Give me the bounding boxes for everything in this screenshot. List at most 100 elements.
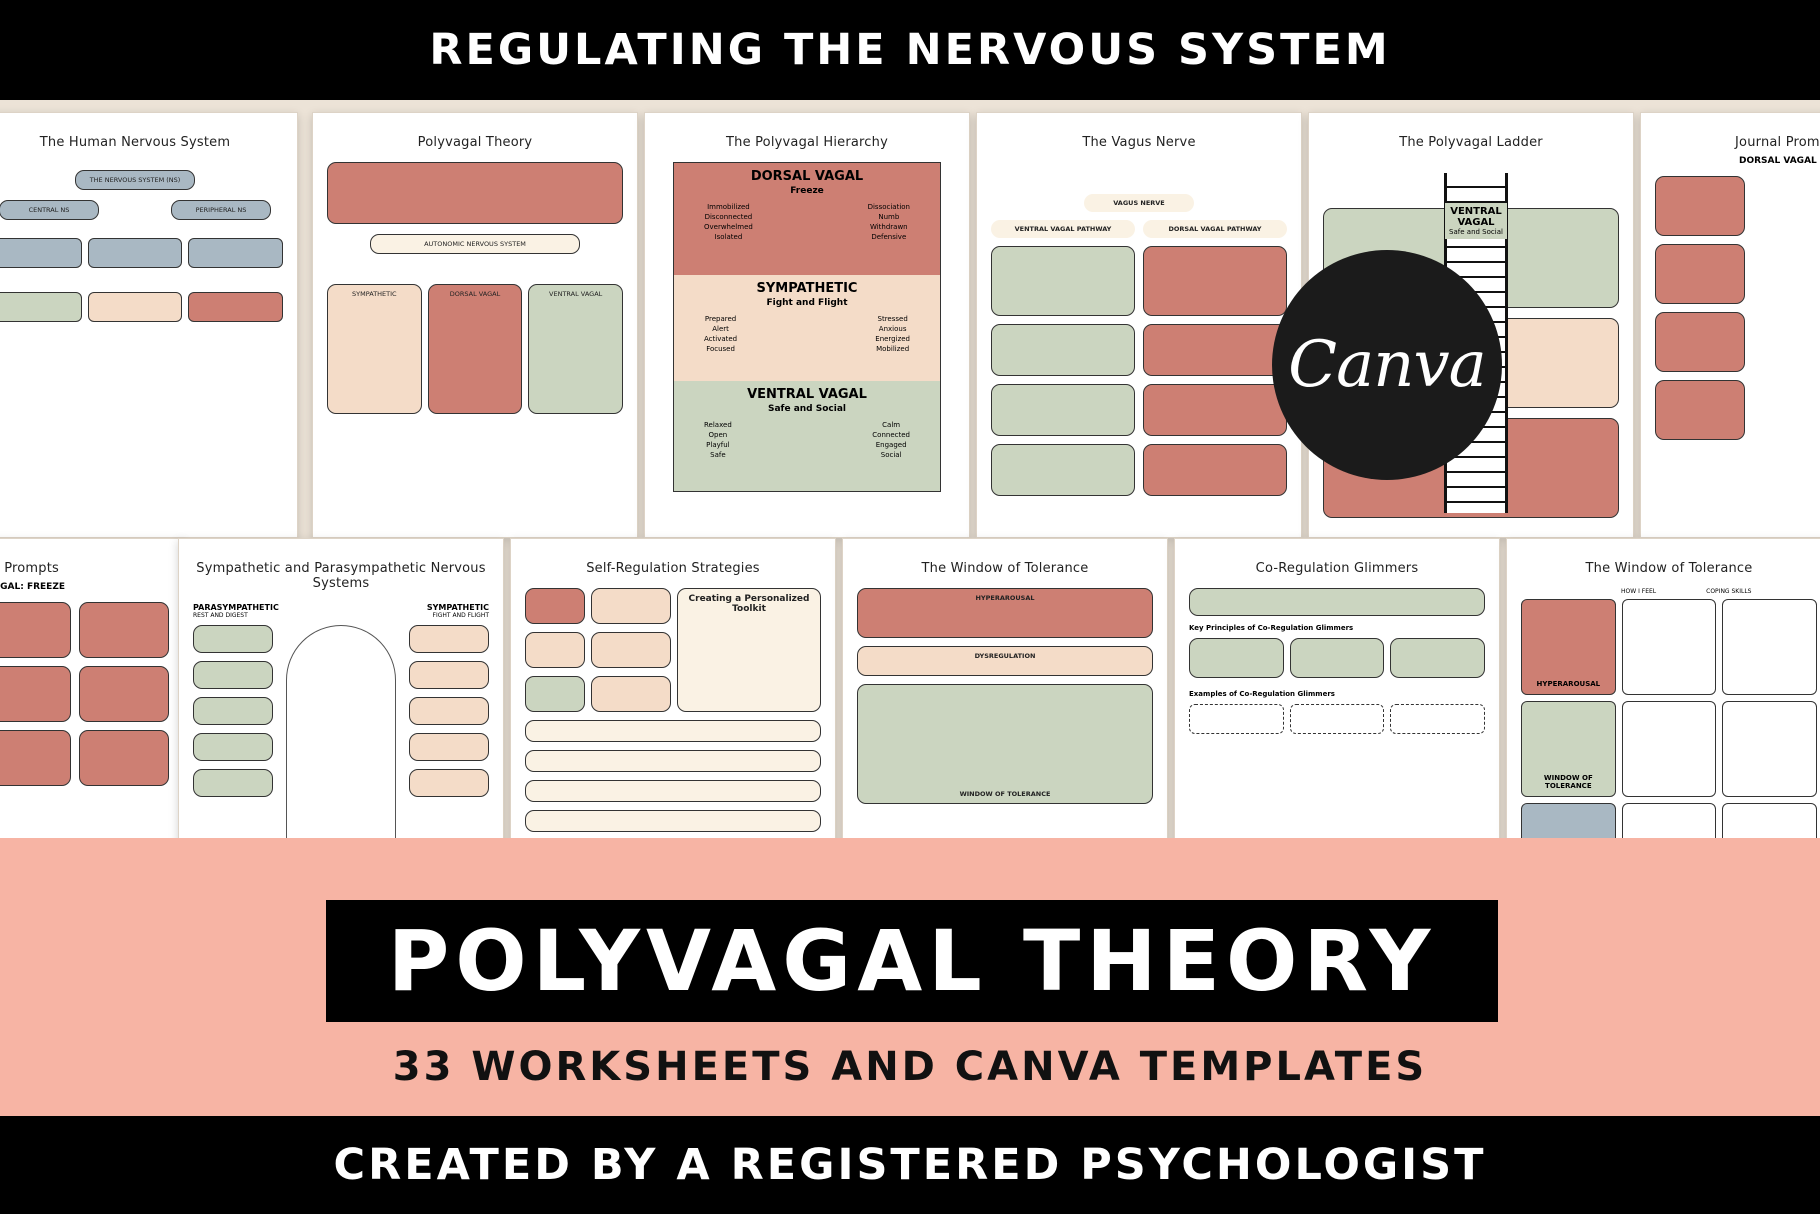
info-box [1289, 638, 1385, 678]
diagram-node: THE NERVOUS SYSTEM (NS) [75, 170, 195, 190]
tier-word: Connected [872, 431, 910, 439]
tier-name: VENTRAL VAGAL [747, 387, 867, 402]
info-box [991, 324, 1135, 376]
glimmer-burst [1289, 704, 1385, 734]
tier-word: Energized [875, 335, 910, 343]
input-cell[interactable] [1621, 701, 1717, 797]
prompt-box [0, 602, 71, 658]
input-cell[interactable] [1722, 599, 1818, 695]
footer-bar: CREATED BY A REGISTERED PSYCHOLOGIST [0, 1116, 1820, 1214]
strategy-row [525, 780, 821, 802]
tier-word: Mobilized [876, 345, 910, 353]
tier-sub: Safe and Social [1449, 228, 1503, 236]
credit-text: CREATED BY A REGISTERED PSYCHOLOGIST [333, 1140, 1487, 1190]
tier-word: Social [880, 451, 902, 459]
worksheet-gallery: The Human Nervous System THE NERVOUS SYS… [0, 100, 1820, 850]
section-heading: Key Principles of Co-Regulation Glimmers [1189, 624, 1354, 632]
worksheet-card: Sympathetic and Parasympathetic Nervous … [178, 538, 504, 850]
column-heading: SYMPATHETIC [426, 603, 489, 612]
worksheet-title: The Polyvagal Ladder [1399, 135, 1543, 150]
info-box [1143, 444, 1287, 496]
column-heading: COPING SKILLS [1706, 588, 1752, 595]
prompt-box [79, 730, 169, 786]
tier-word: Stressed [877, 315, 908, 323]
tier-name: SYMPATHETIC [756, 281, 858, 296]
info-box [193, 661, 273, 689]
strategy-row [525, 750, 821, 772]
product-title-box: POLYVAGAL THEORY [326, 900, 1498, 1022]
info-box [1143, 246, 1287, 316]
zone-window: WINDOW OF TOLERANCE [857, 684, 1153, 804]
tier-word: Calm [882, 421, 901, 429]
prompt-box [1655, 380, 1745, 440]
column-heading: PARASYMPATHETIC [193, 603, 279, 612]
diagram-node: SYMPATHETIC [327, 284, 422, 414]
tier-word: Open [708, 431, 728, 439]
pathway-heading: VENTRAL VAGAL PATHWAY [991, 220, 1135, 238]
prompt-box [1655, 176, 1745, 236]
product-subtitle: 33 WORKSHEETS AND CANVA TEMPLATES [392, 1044, 1428, 1090]
worksheet-card: The Window of Tolerance HOW I FEEL COPIN… [1506, 538, 1820, 850]
diagram-node [87, 238, 183, 268]
diagram-node: AUTONOMIC NERVOUS SYSTEM [370, 234, 580, 254]
info-box [193, 769, 273, 797]
tier-word: Playful [706, 441, 730, 449]
tier-name: DORSAL VAGAL [750, 169, 864, 184]
tier-word: Disconnected [704, 213, 753, 221]
toolkit-box: Creating a Personalized Toolkit [677, 588, 821, 712]
tier-word: Numb [878, 213, 900, 221]
input-cell[interactable] [1621, 599, 1717, 695]
worksheet-title: Journal Prompts [1735, 135, 1820, 150]
tier-word: Defensive [871, 233, 907, 241]
tier-word: Relaxed [704, 421, 732, 429]
worksheet-card: The Vagus Nerve VAGUS NERVE VENTRAL VAGA… [976, 112, 1302, 538]
tier-sub: Freeze [790, 186, 824, 196]
input-cell[interactable] [1722, 701, 1818, 797]
column-heading: HOW I FEEL [1621, 588, 1657, 595]
tier-sub: Fight and Flight [766, 298, 848, 308]
row-label: HYPERAROUSAL [1521, 599, 1616, 695]
worksheet-subtitle: DORSAL VAGAL [1739, 156, 1817, 166]
worksheet-title: The Window of Tolerance [1585, 561, 1753, 576]
tier-word: Isolated [714, 233, 743, 241]
info-box [409, 697, 489, 725]
diagram-node: DORSAL VAGAL [427, 284, 523, 414]
worksheet-title: The Vagus Nerve [1082, 135, 1196, 150]
worksheet-card: Polyvagal Theory AUTONOMIC NERVOUS SYSTE… [312, 112, 638, 538]
tier-word: Safe [710, 451, 726, 459]
tier-sub: Safe and Social [767, 404, 846, 414]
info-box [193, 625, 273, 653]
info-box [591, 632, 671, 668]
diagram-node [0, 238, 82, 268]
worksheet-card: Co-Regulation Glimmers Key Principles of… [1174, 538, 1500, 850]
tier-word: Focused [706, 345, 735, 353]
diagram-node [87, 292, 183, 322]
worksheet-card: Self-Regulation Strategies Creating a Pe… [510, 538, 836, 850]
tier-word: Engaged [875, 441, 907, 449]
tier-word: Activated [704, 335, 738, 343]
header-title: REGULATING THE NERVOUS SYSTEM [429, 25, 1391, 75]
input-cell[interactable] [1621, 803, 1717, 850]
prompt-box [1655, 244, 1745, 304]
diagram-node [188, 238, 283, 268]
input-cell[interactable] [1722, 803, 1818, 850]
tier-name: VENTRAL VAGAL [1450, 206, 1502, 228]
diagram-node: VAGUS NERVE [1084, 194, 1194, 212]
tier-swatch [525, 632, 585, 668]
info-box [991, 384, 1135, 436]
worksheet-row-1: The Human Nervous System THE NERVOUS SYS… [0, 100, 1820, 538]
info-box [193, 733, 273, 761]
glimmer-burst [1189, 704, 1284, 734]
header-bar: REGULATING THE NERVOUS SYSTEM [0, 0, 1820, 100]
column-subheading: FIGHT AND FLIGHT [432, 612, 489, 619]
worksheet-card: Prompts VAGAL: FREEZE [0, 538, 184, 850]
intro-text [991, 162, 1287, 186]
info-box [193, 697, 273, 725]
info-box [1143, 384, 1287, 436]
worksheet-card: The Window of Tolerance HYPERAROUSAL DYS… [842, 538, 1168, 850]
info-box [991, 444, 1135, 496]
